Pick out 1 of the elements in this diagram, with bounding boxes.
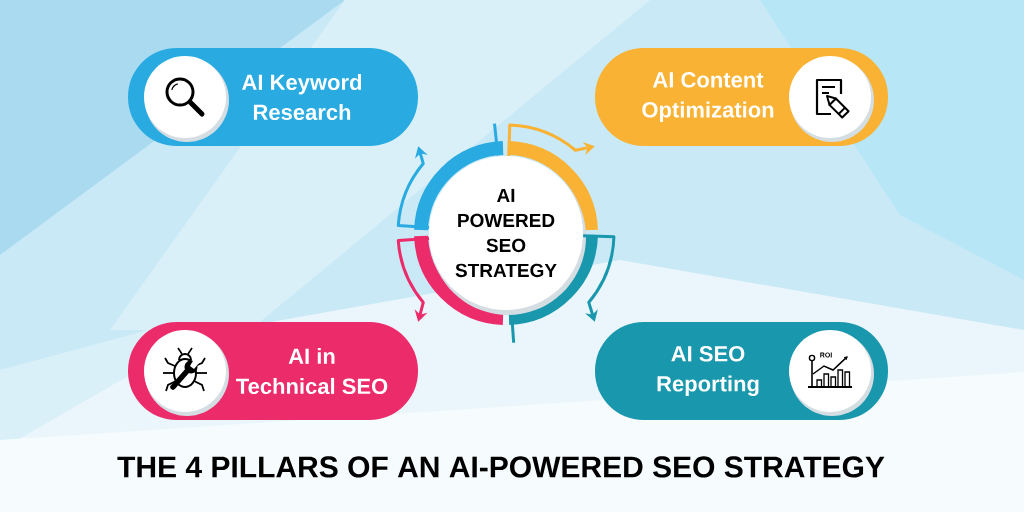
title: THE 4 PILLARS OF AN AI-POWERED SEO STRATEGY [117,456,885,478]
